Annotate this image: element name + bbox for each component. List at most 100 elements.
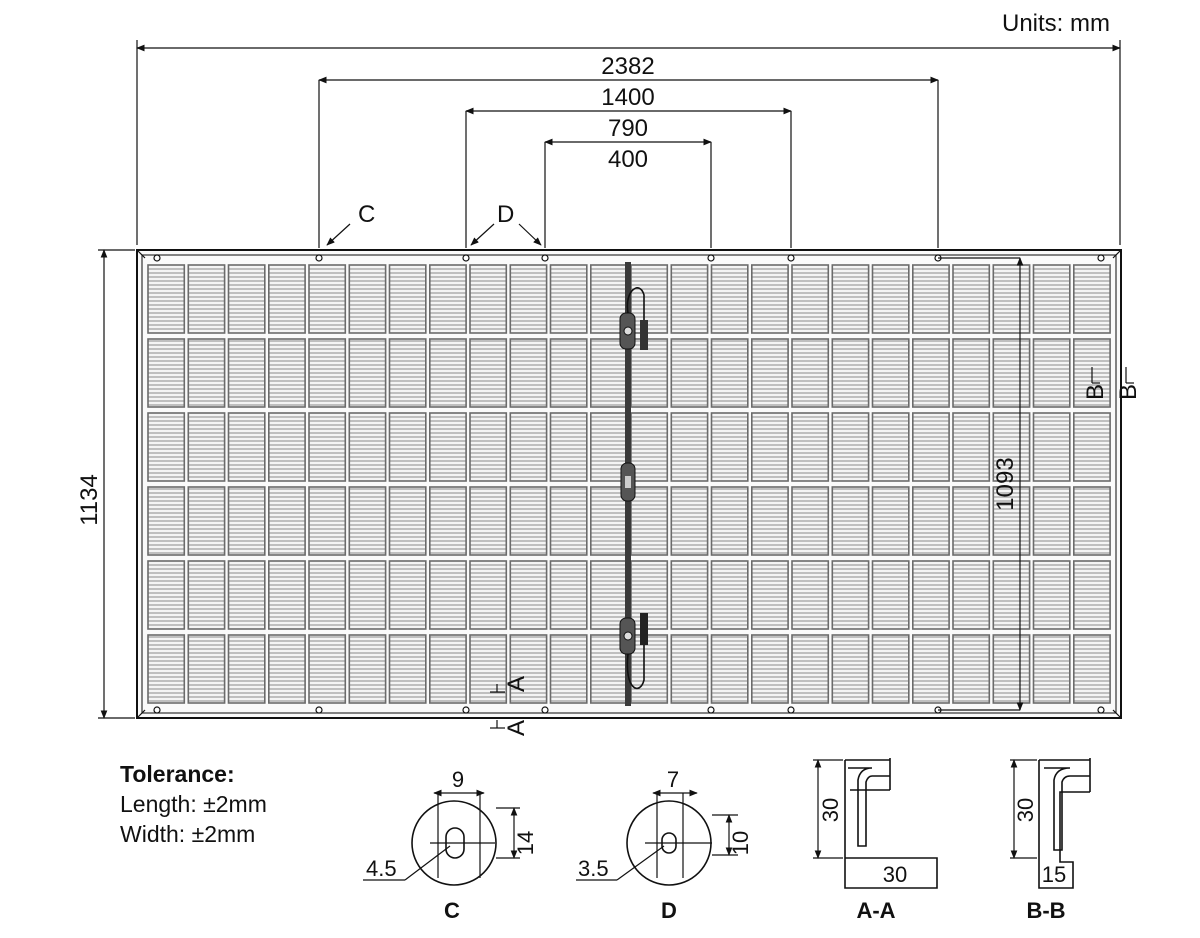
solar-cell	[992, 264, 1031, 334]
mounting-hole	[541, 706, 549, 714]
dim-400-label: 400	[608, 146, 648, 173]
solar-cell	[348, 264, 387, 334]
section-bb: 30 15 B-B	[1010, 758, 1091, 923]
section-aa: 30 30 A-A	[813, 758, 938, 923]
solar-cell	[589, 338, 628, 408]
section-a-top: A	[503, 676, 530, 692]
solar-cell	[831, 264, 870, 334]
detail-d-side: 10	[728, 831, 753, 855]
solar-cell	[187, 338, 226, 408]
solar-cell	[630, 634, 669, 704]
solar-cell	[147, 338, 186, 408]
solar-cell	[308, 338, 347, 408]
solar-cell	[589, 486, 628, 556]
solar-cell	[710, 412, 749, 482]
solar-cell	[227, 486, 266, 556]
solar-cell	[1032, 634, 1071, 704]
solar-cell	[1073, 560, 1111, 630]
mounting-hole	[315, 706, 323, 714]
solar-cell	[911, 634, 950, 704]
solar-cell	[670, 634, 709, 704]
solar-cell	[952, 338, 991, 408]
solar-cell	[227, 634, 266, 704]
solar-cell	[147, 412, 186, 482]
solar-cell	[670, 486, 709, 556]
solar-cell	[791, 486, 830, 556]
solar-cell	[549, 264, 588, 334]
solar-cell	[147, 264, 186, 334]
solar-cell	[428, 634, 467, 704]
solar-cell	[750, 412, 789, 482]
solar-cell	[227, 264, 266, 334]
solar-cell	[992, 486, 1031, 556]
hole-callouts: C D	[326, 201, 542, 246]
section-aa-base: 30	[883, 862, 907, 887]
tolerance-title: Tolerance:	[120, 761, 235, 787]
solar-cell	[911, 412, 950, 482]
detail-d-label: D	[661, 898, 677, 923]
section-aa-label: A-A	[856, 898, 895, 923]
solar-cell	[509, 264, 548, 334]
solar-cell	[509, 486, 548, 556]
solar-cell	[750, 264, 789, 334]
solar-cell	[227, 560, 266, 630]
solar-cell	[267, 560, 306, 630]
solar-cell	[187, 560, 226, 630]
solar-cell	[308, 412, 347, 482]
detail-c-hole: 4.5	[366, 856, 397, 881]
section-a-bottom: A	[503, 720, 530, 736]
solar-cell	[589, 560, 628, 630]
solar-cell	[992, 634, 1031, 704]
detail-c-label: C	[444, 898, 460, 923]
solar-cell	[388, 338, 427, 408]
mounting-hole	[787, 706, 795, 714]
dim-1093-label: 1093	[992, 457, 1019, 510]
solar-cell	[871, 338, 910, 408]
solar-cell	[791, 264, 830, 334]
solar-cell	[428, 560, 467, 630]
solar-cell	[911, 338, 950, 408]
solar-cell	[187, 486, 226, 556]
solar-cell	[267, 486, 306, 556]
mounting-hole	[315, 254, 323, 262]
solar-cell	[750, 338, 789, 408]
mounting-hole	[462, 706, 470, 714]
solar-cell	[791, 412, 830, 482]
solar-cell	[147, 560, 186, 630]
solar-cell	[871, 264, 910, 334]
solar-cell	[1073, 634, 1111, 704]
mounting-hole	[153, 254, 161, 262]
solar-cell	[509, 560, 548, 630]
solar-cell	[308, 264, 347, 334]
solar-cell	[549, 560, 588, 630]
solar-cell	[308, 560, 347, 630]
solar-cell	[831, 412, 870, 482]
solar-cell	[791, 634, 830, 704]
solar-cell	[831, 338, 870, 408]
solar-cell	[871, 412, 910, 482]
solar-cell	[670, 264, 709, 334]
mounting-hole	[462, 254, 470, 262]
dim-790-label: 790	[608, 115, 648, 142]
solar-cell	[147, 486, 186, 556]
section-bb-height: 30	[1013, 798, 1038, 822]
detail-d-hole: 3.5	[578, 856, 609, 881]
solar-cell	[1073, 412, 1111, 482]
solar-cell	[871, 486, 910, 556]
solar-cell	[670, 560, 709, 630]
mounting-hole	[787, 254, 795, 262]
solar-cell	[630, 486, 669, 556]
solar-cell	[388, 486, 427, 556]
solar-cell	[992, 412, 1031, 482]
solar-cell	[791, 338, 830, 408]
solar-cell	[911, 560, 950, 630]
solar-cell	[791, 560, 830, 630]
section-bb-base: 15	[1042, 862, 1066, 887]
solar-cell	[469, 560, 508, 630]
solar-cell	[750, 486, 789, 556]
section-b-left: B	[1082, 384, 1109, 400]
solar-cell	[1032, 412, 1071, 482]
solar-cell	[1073, 264, 1111, 334]
solar-cell	[308, 486, 347, 556]
mounting-hole	[707, 254, 715, 262]
